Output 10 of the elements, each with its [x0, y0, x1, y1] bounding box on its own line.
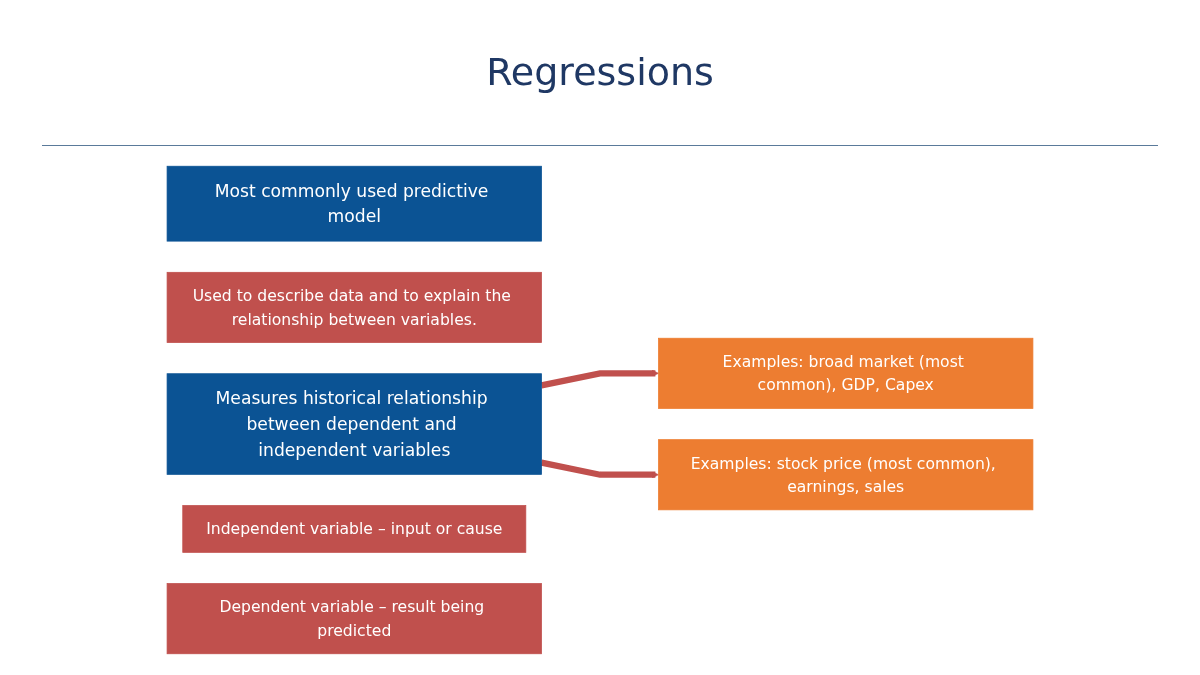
- node-box: Examples: broad market (most common), GDP, Capex: [658, 337, 1034, 409]
- node-box: Dependent variable – result being predicted: [166, 583, 542, 655]
- title: Regressions: [485, 50, 715, 94]
- node-box: Independent variable – input or cause: [182, 505, 527, 553]
- node-box: Used to describe data and to explain the relationship between variables.: [166, 271, 542, 343]
- node-box: Examples: stock price (most common), earnings, sales: [658, 439, 1034, 511]
- node-box: Most commonly used predictive model: [166, 165, 542, 242]
- arrow: [540, 369, 659, 389]
- node-box: Measures historical relationship between dependent and independent variables: [166, 373, 542, 475]
- arrow: [540, 459, 659, 479]
